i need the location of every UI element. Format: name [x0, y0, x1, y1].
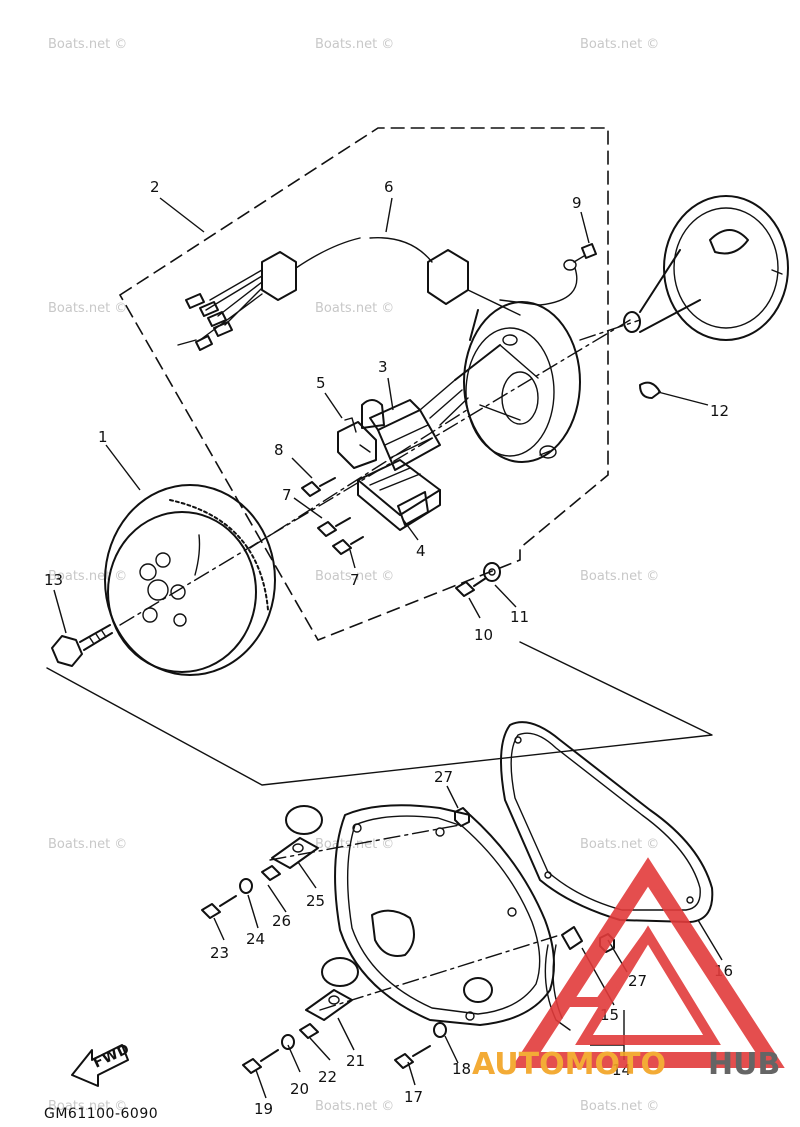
callout-7a: 7	[282, 486, 292, 504]
callout-labels: 2 6 9 3 5 8 1 7 4 7 13 10 11 12 27 25 26…	[44, 178, 733, 1118]
watermark-text: Boats.net ©	[48, 1099, 127, 1114]
watermark-text: Boats.net ©	[48, 569, 127, 584]
watermarks: Boats.net © Boats.net © Boats.net © Boat…	[48, 37, 659, 1114]
callout-24: 24	[246, 930, 265, 948]
cover-fasteners	[201, 865, 447, 1074]
callout-1: 1	[98, 428, 108, 446]
crankshaft-end	[623, 195, 789, 399]
callout-8: 8	[274, 441, 284, 459]
wire-clamps	[271, 805, 359, 1021]
callout-7b: 7	[350, 571, 360, 589]
watermark-text: Boats.net ©	[580, 37, 659, 52]
lighting-coil	[357, 459, 441, 531]
callout-3: 3	[378, 358, 388, 376]
callout-9: 9	[572, 194, 582, 212]
fwd-label: FWD	[91, 1041, 132, 1072]
callout-2: 2	[150, 178, 160, 196]
callout-5: 5	[316, 374, 326, 392]
watermark-text: Boats.net ©	[580, 569, 659, 584]
callout-27b: 27	[628, 972, 647, 990]
callout-23: 23	[210, 944, 229, 962]
callout-25: 25	[306, 892, 325, 910]
watermark-text: Boats.net ©	[580, 837, 659, 852]
callout-4: 4	[416, 542, 426, 560]
watermark-text: Boats.net ©	[315, 37, 394, 52]
stator-screws	[301, 477, 364, 555]
pulser-coil	[337, 417, 377, 469]
callout-22: 22	[318, 1068, 337, 1086]
callout-19: 19	[254, 1100, 273, 1118]
flywheel	[104, 484, 276, 676]
callout-20: 20	[290, 1080, 309, 1098]
charge-coil	[361, 379, 469, 471]
callout-27a: 27	[434, 768, 453, 786]
callout-11: 11	[510, 608, 529, 626]
watermark-text: Boats.net ©	[315, 569, 394, 584]
watermark-text: Boats.net ©	[315, 1099, 394, 1114]
leader-lines	[53, 197, 723, 1099]
brand-text-primary: AUTOMOTO	[472, 1047, 666, 1082]
callout-10: 10	[474, 626, 493, 644]
brand-text-secondary: HUB	[708, 1047, 780, 1082]
callout-12: 12	[710, 402, 729, 420]
base-bolt-washer	[455, 562, 501, 597]
callout-17: 17	[404, 1088, 423, 1106]
watermark-text: Boats.net ©	[48, 37, 127, 52]
ground-screw	[499, 243, 597, 306]
stator-base-plate	[454, 301, 581, 463]
alignment-lines	[119, 319, 641, 1011]
callout-26: 26	[272, 912, 291, 930]
callout-21: 21	[346, 1052, 365, 1070]
brand-logo: AUTOMOTO HUB	[472, 857, 785, 1082]
forward-arrow: FWD	[71, 1041, 132, 1087]
wire-harness	[177, 237, 521, 351]
callout-6: 6	[384, 178, 394, 196]
callout-13: 13	[44, 571, 63, 589]
stator-assembly-boundary	[118, 127, 609, 641]
watermark-text: Boats.net ©	[580, 1099, 659, 1114]
flywheel-bolt	[51, 624, 113, 667]
cover-gasket	[500, 721, 714, 923]
callout-18: 18	[452, 1060, 471, 1078]
watermark-text: Boats.net ©	[315, 301, 394, 316]
watermark-text: Boats.net ©	[48, 837, 127, 852]
assembly-frame	[46, 641, 713, 786]
watermark-text: Boats.net ©	[48, 301, 127, 316]
drawing-code: GM61100-6090	[44, 1106, 158, 1122]
